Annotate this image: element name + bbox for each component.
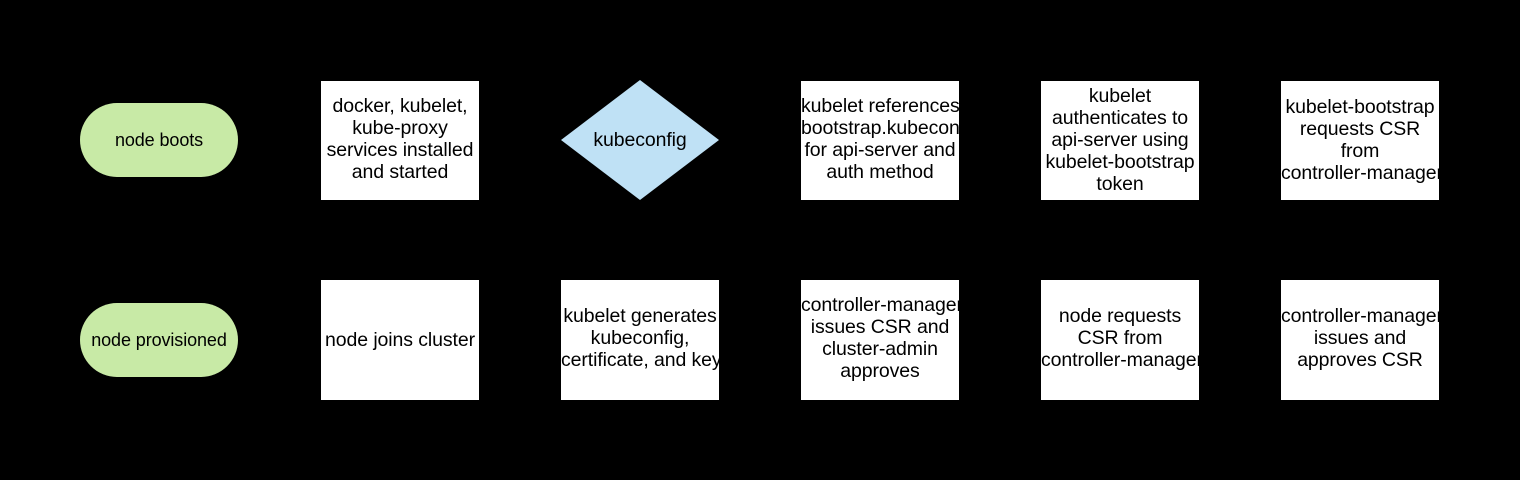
flow-node-label-controller-manager-issues-csr: controller-manager issues CSR and cluste… bbox=[801, 294, 963, 382]
flow-node-kubelet-authenticates[interactable]: kubelet authenticates to api-server usin… bbox=[1041, 81, 1199, 200]
flow-node-kubelet-generates[interactable]: kubelet generates kubeconfig, certificat… bbox=[561, 280, 722, 400]
flow-node-label-node-provisioned: node provisioned bbox=[91, 329, 227, 350]
flow-node-label-node-requests-csr: node requests CSR from controller-manage… bbox=[1041, 305, 1203, 371]
flow-node-controller-manager-approves[interactable]: controller-manager issues and approves C… bbox=[1281, 280, 1443, 400]
flow-node-label-kubelet-generates: kubelet generates kubeconfig, certificat… bbox=[561, 305, 722, 371]
flow-node-label-kubelet-bootstrap-requests-csr: kubelet-bootstrap requests CSR from cont… bbox=[1281, 95, 1443, 184]
flow-node-label-kubeconfig-decision: kubeconfig bbox=[593, 129, 687, 151]
flow-node-services-installed[interactable]: docker, kubelet, kube-proxy services ins… bbox=[321, 81, 479, 200]
flow-node-kubeconfig-decision[interactable]: kubeconfig bbox=[561, 80, 719, 200]
flow-node-label-services-installed: docker, kubelet, kube-proxy services ins… bbox=[326, 94, 474, 183]
flow-node-kubelet-bootstrap-requests-csr[interactable]: kubelet-bootstrap requests CSR from cont… bbox=[1281, 81, 1443, 200]
flow-node-label-node-joins-cluster: node joins cluster bbox=[325, 329, 475, 351]
flow-node-controller-manager-issues-csr[interactable]: controller-manager issues CSR and cluste… bbox=[801, 280, 963, 400]
flow-node-label-kubelet-references-bootstrap: kubelet references bootstrap.kubeconfig … bbox=[801, 94, 981, 183]
flow-node-node-provisioned[interactable]: node provisioned bbox=[80, 303, 238, 377]
flow-node-label-controller-manager-approves: controller-manager issues and approves C… bbox=[1281, 305, 1443, 371]
flow-node-label-kubelet-authenticates: kubelet authenticates to api-server usin… bbox=[1045, 84, 1195, 195]
flow-node-node-requests-csr[interactable]: node requests CSR from controller-manage… bbox=[1041, 280, 1203, 400]
flow-node-node-joins-cluster[interactable]: node joins cluster bbox=[321, 280, 479, 400]
flow-node-kubelet-references-bootstrap[interactable]: kubelet references bootstrap.kubeconfig … bbox=[801, 81, 981, 200]
flow-node-node-boots[interactable]: node boots bbox=[80, 103, 238, 177]
flow-node-label-node-boots: node boots bbox=[114, 129, 204, 150]
